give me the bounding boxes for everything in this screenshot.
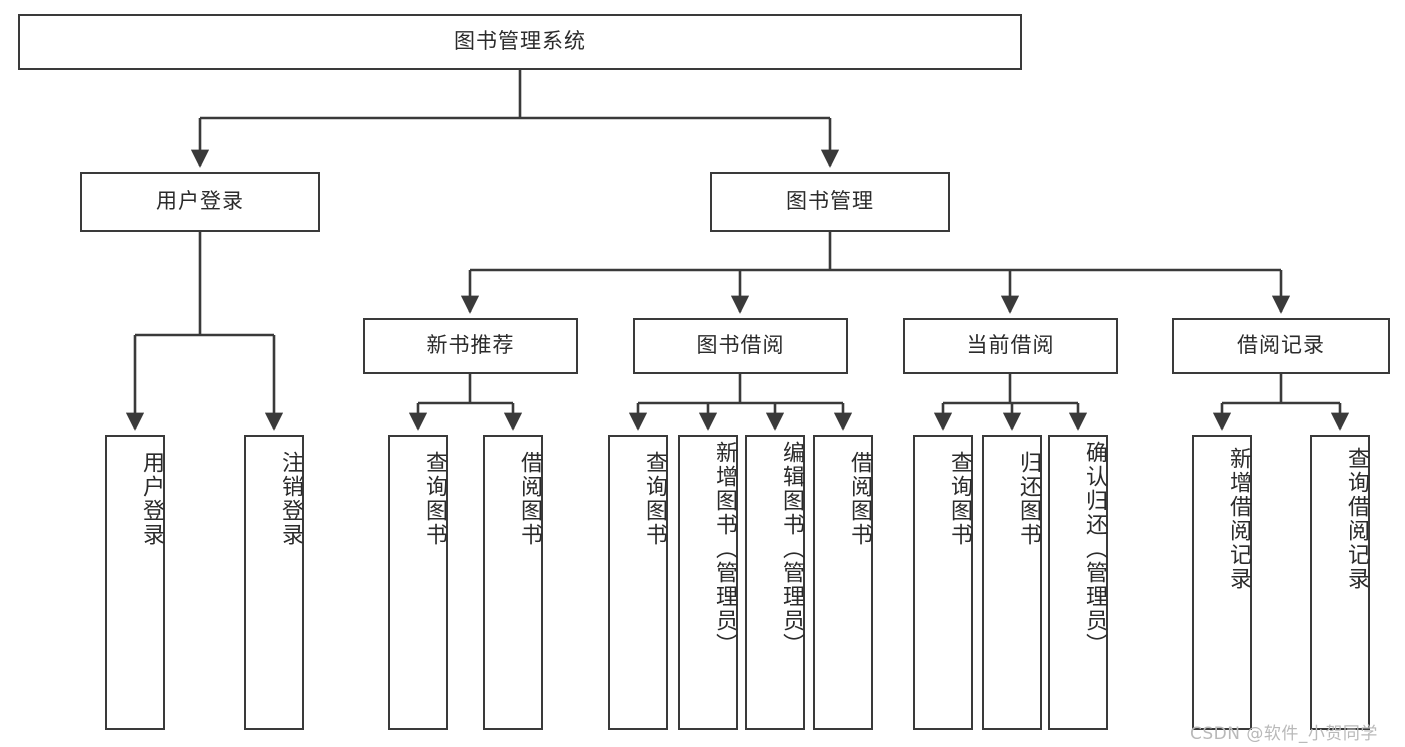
node-leaf-borrow-book-rec[interactable]: 借阅图书 (483, 435, 543, 730)
node-new-book-recommend-label: 新书推荐 (426, 333, 515, 358)
node-leaf-query-record[interactable]: 查询借阅记录 (1310, 435, 1370, 730)
node-leaf-borrow-book-rec-label: 借阅图书 (517, 451, 542, 547)
node-leaf-user-login-label: 用户登录 (139, 451, 164, 547)
leaf-text-wrap: 查询图书 (915, 451, 972, 547)
node-user-login[interactable]: 用户登录 (80, 172, 320, 232)
leaf-text-wrap: 查询借阅记录 (1312, 447, 1369, 591)
node-leaf-query-record-label: 查询借阅记录 (1344, 447, 1369, 591)
node-borrow-record-label: 借阅记录 (1237, 333, 1325, 358)
node-leaf-add-book[interactable]: 新增图书（管理员） (678, 435, 738, 730)
csdn-watermark: CSDN @软件_小贺同学 (1190, 724, 1378, 744)
node-leaf-query-book-cur-label: 查询图书 (947, 451, 972, 547)
node-leaf-confirm-return-label: 确认归还（管理员） (1082, 441, 1107, 657)
node-book-borrow[interactable]: 图书借阅 (633, 318, 848, 374)
node-current-borrow-label: 当前借阅 (966, 333, 1055, 358)
leaf-text-wrap: 确认归还（管理员） (1050, 441, 1107, 657)
node-leaf-return-book[interactable]: 归还图书 (982, 435, 1042, 730)
leaf-text-wrap: 借阅图书 (485, 451, 542, 547)
node-new-book-recommend[interactable]: 新书推荐 (363, 318, 578, 374)
leaf-text-wrap: 用户登录 (107, 451, 164, 547)
node-leaf-borrow-book-label: 借阅图书 (847, 451, 872, 547)
node-leaf-borrow-book[interactable]: 借阅图书 (813, 435, 873, 730)
node-root[interactable]: 图书管理系统 (18, 14, 1022, 70)
leaf-text-wrap: 查询图书 (390, 451, 447, 547)
leaf-text-wrap: 注销登录 (246, 451, 303, 547)
node-leaf-user-login[interactable]: 用户登录 (105, 435, 165, 730)
node-leaf-add-book-label: 新增图书（管理员） (712, 441, 737, 657)
node-leaf-confirm-return[interactable]: 确认归还（管理员） (1048, 435, 1108, 730)
node-leaf-add-record-label: 新增借阅记录 (1226, 447, 1251, 591)
leaf-text-wrap: 查询图书 (610, 451, 667, 547)
node-leaf-user-logout-label: 注销登录 (278, 451, 303, 547)
node-leaf-add-record[interactable]: 新增借阅记录 (1192, 435, 1252, 730)
node-leaf-edit-book[interactable]: 编辑图书（管理员） (745, 435, 805, 730)
node-leaf-query-book-borrow[interactable]: 查询图书 (608, 435, 668, 730)
node-root-label: 图书管理系统 (454, 29, 586, 54)
node-leaf-edit-book-label: 编辑图书（管理员） (779, 441, 804, 657)
node-leaf-query-book-rec-label: 查询图书 (422, 451, 447, 547)
node-book-manage-label: 图书管理 (786, 189, 874, 214)
node-current-borrow[interactable]: 当前借阅 (903, 318, 1118, 374)
node-leaf-query-book-rec[interactable]: 查询图书 (388, 435, 448, 730)
node-leaf-query-book-borrow-label: 查询图书 (642, 451, 667, 547)
leaf-text-wrap: 归还图书 (984, 451, 1041, 547)
node-borrow-record[interactable]: 借阅记录 (1172, 318, 1390, 374)
leaf-text-wrap: 编辑图书（管理员） (747, 441, 804, 657)
node-leaf-user-logout[interactable]: 注销登录 (244, 435, 304, 730)
node-book-manage[interactable]: 图书管理 (710, 172, 950, 232)
leaf-text-wrap: 新增图书（管理员） (680, 441, 737, 657)
node-leaf-query-book-cur[interactable]: 查询图书 (913, 435, 973, 730)
leaf-text-wrap: 借阅图书 (815, 451, 872, 547)
node-book-borrow-label: 图书借阅 (696, 333, 785, 358)
leaf-text-wrap: 新增借阅记录 (1194, 447, 1251, 591)
node-user-login-label: 用户登录 (156, 189, 244, 214)
node-leaf-return-book-label: 归还图书 (1016, 451, 1041, 547)
